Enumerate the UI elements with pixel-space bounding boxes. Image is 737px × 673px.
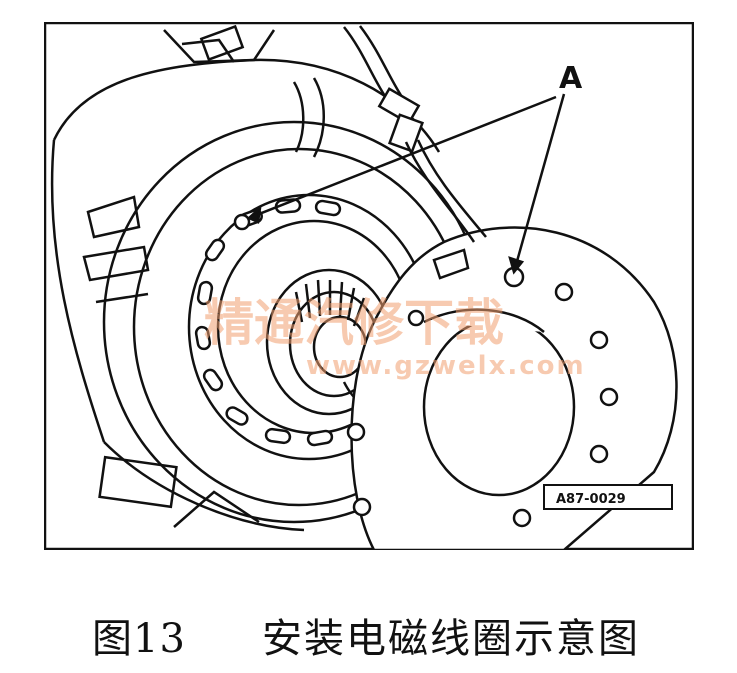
caption-number: 图13 [92,616,186,662]
watermark-url: www.gzwelx.com [306,351,586,381]
callout-leaders [246,93,566,275]
callout-line-2 [512,93,566,273]
compressor-drawing: A 精通汽修下载 www.gzwelx.com A87-0029 [44,22,694,550]
figure-caption: 图13 安装电磁线圈示意图 [0,600,737,662]
reference-code-box: A87-0029 [543,484,673,510]
coil-wire-connector [343,25,487,280]
flange-bolt-holes [346,266,619,528]
magnetic-coil-flange [350,226,678,550]
callout-label: A [559,61,583,96]
pulley-slots [194,198,342,447]
figure-illustration: A 精通汽修下载 www.gzwelx.com A87-0029 [44,22,694,550]
watermark-text: 精通汽修下载 [204,294,504,352]
callout-line-1 [248,95,557,220]
reference-code: A87-0029 [556,492,626,507]
caption-title: 安装电磁线圈示意图 [262,616,640,662]
